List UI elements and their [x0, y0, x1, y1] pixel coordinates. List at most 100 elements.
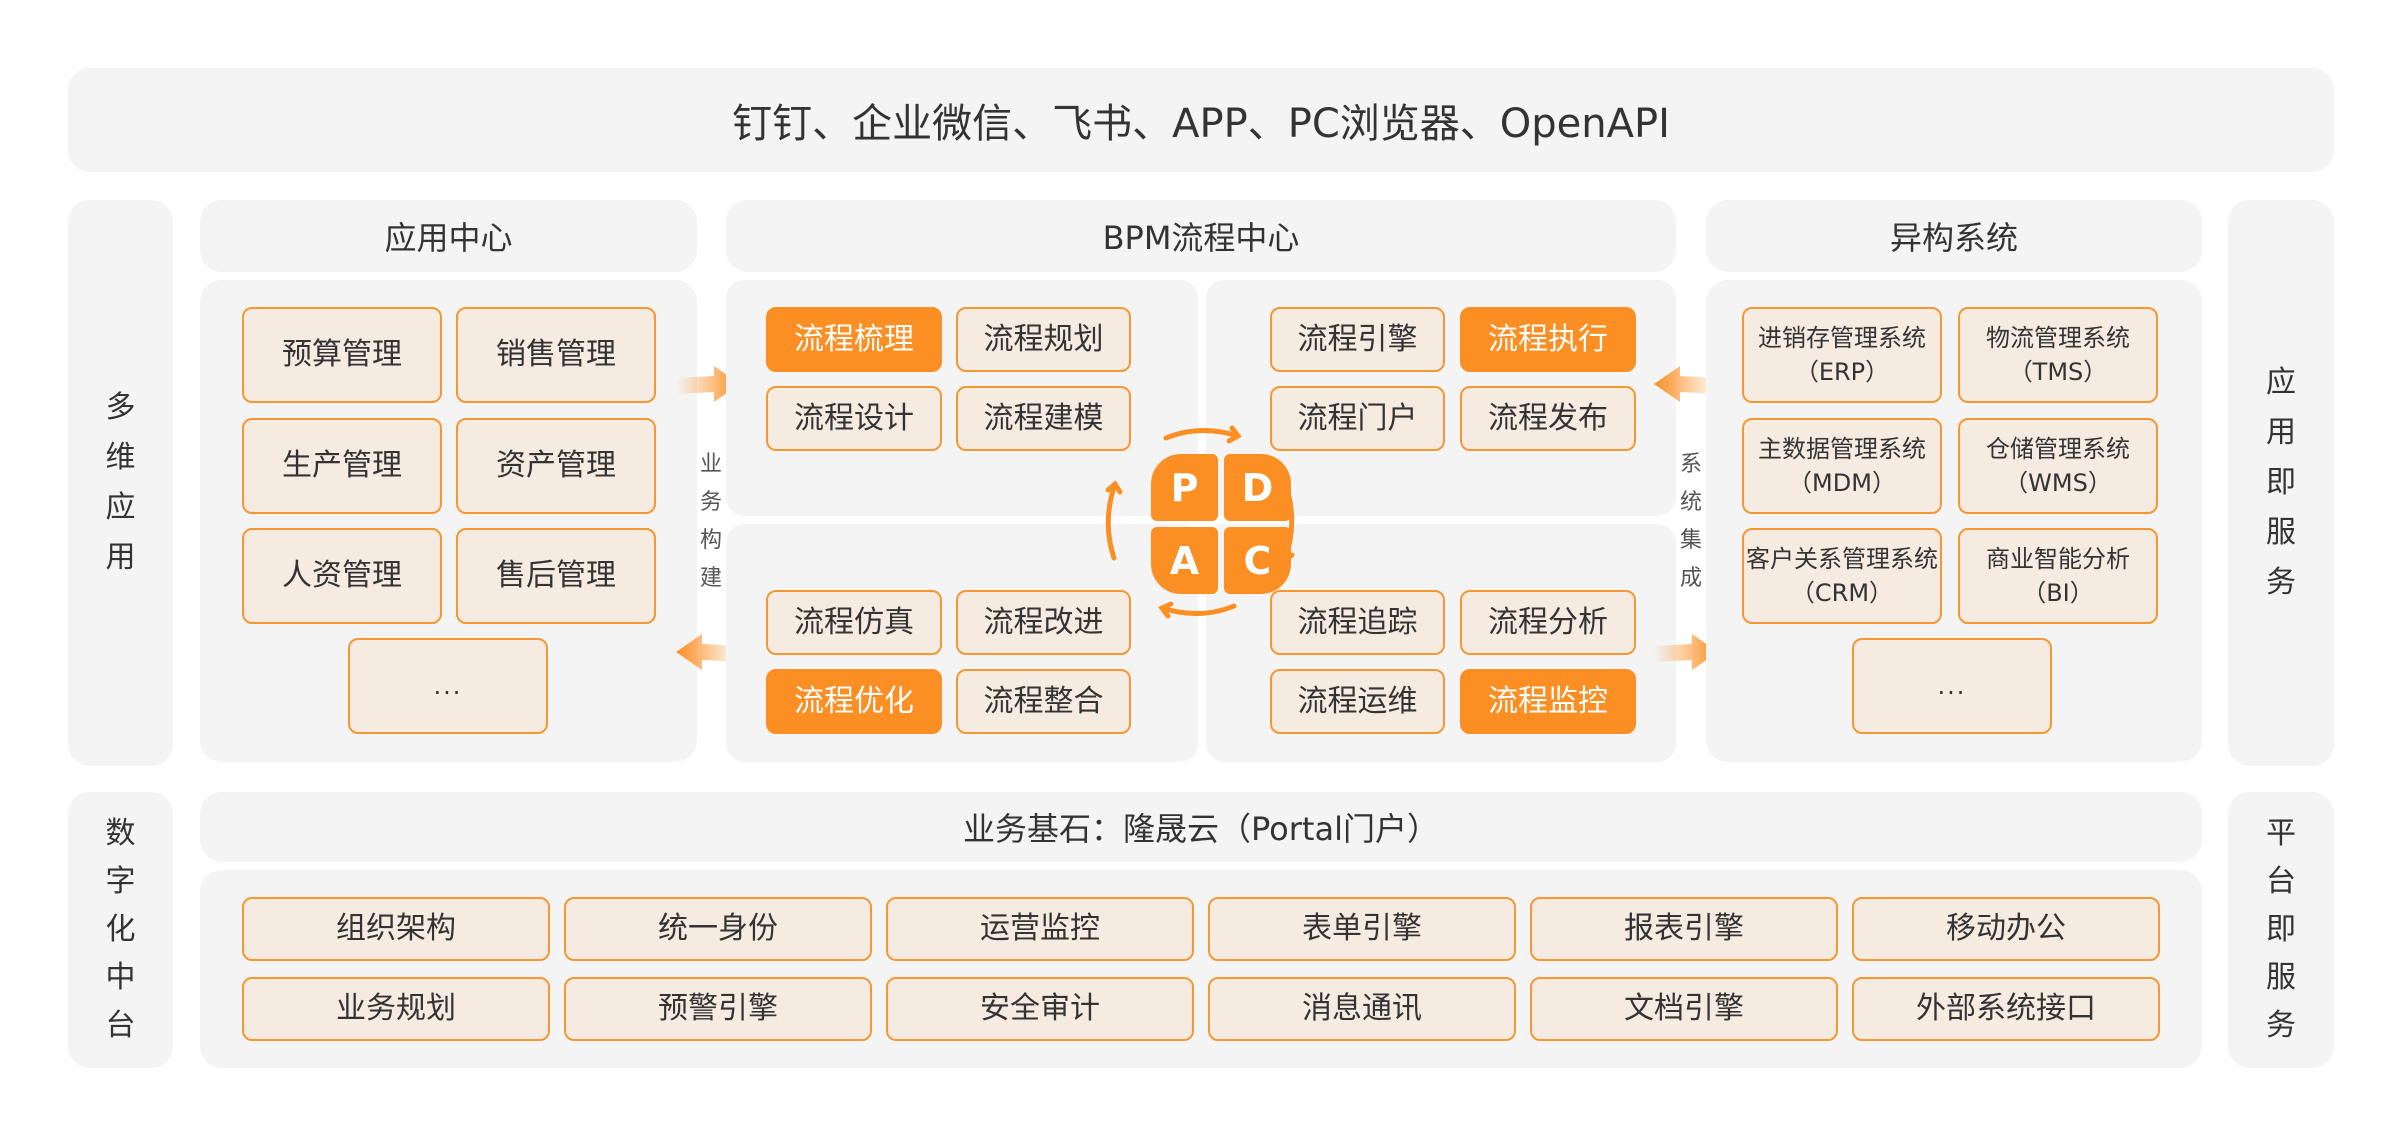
system-name: 主数据管理系统: [1758, 435, 1926, 463]
app-item-sales[interactable]: 销售管理: [456, 307, 656, 403]
side-label-char: 用: [2266, 415, 2296, 450]
app-item-production[interactable]: 生产管理: [242, 418, 442, 514]
platform-header: 业务基石：隆晟云（Portal门户）: [200, 792, 2202, 862]
app-item-after-sales[interactable]: 售后管理: [456, 528, 656, 624]
label-char: 务: [699, 490, 722, 515]
bpm-item-process-portal[interactable]: 流程门户: [1270, 386, 1445, 451]
side-label-char: 化: [105, 912, 136, 947]
app-item-budget[interactable]: 预算管理: [242, 307, 442, 403]
system-name: 进销存管理系统: [1758, 324, 1926, 352]
system-abbr: （BI）: [2022, 579, 2094, 607]
side-label-char: 务: [2266, 1008, 2296, 1043]
side-label-platform-as-service: 平 台 即 服 务: [2228, 792, 2334, 1068]
label-char: 业: [699, 452, 722, 477]
platform-item-business-planning[interactable]: 业务规划: [242, 977, 550, 1041]
side-label-char: 服: [2266, 960, 2296, 995]
bpm-item-process-tracking[interactable]: 流程追踪: [1270, 590, 1445, 655]
bpm-item-process-analysis[interactable]: 流程分析: [1460, 590, 1636, 655]
pdca-c-tile: C: [1224, 527, 1291, 594]
platform-item-external-api[interactable]: 外部系统接口: [1852, 977, 2160, 1041]
side-label-char: 多: [105, 390, 136, 425]
bpm-item-process-planning[interactable]: 流程规划: [956, 307, 1131, 372]
system-abbr: （WMS）: [2004, 469, 2112, 497]
bpm-item-process-modeling[interactable]: 流程建模: [956, 386, 1131, 451]
platform-item-org-structure[interactable]: 组织架构: [242, 897, 550, 961]
app-center-title: 应用中心: [384, 219, 513, 257]
side-label-char: 字: [105, 864, 136, 899]
bpm-center-title: BPM流程中心: [1102, 219, 1300, 257]
side-label-char: 即: [2266, 465, 2296, 500]
platform-item-unified-identity[interactable]: 统一身份: [564, 897, 872, 961]
pdca-p-tile: P: [1151, 454, 1218, 521]
system-abbr: （MDM）: [1788, 469, 1896, 497]
side-label-char: 用: [105, 540, 136, 575]
system-integration-label: 系 统 集 成: [1678, 446, 1704, 598]
platform-item-mobile-office[interactable]: 移动办公: [1852, 897, 2160, 961]
system-wms[interactable]: 仓储管理系统 （WMS）: [1958, 418, 2158, 514]
platform-item-document-engine[interactable]: 文档引擎: [1530, 977, 1838, 1041]
pdca-cycle: P D A C: [1102, 424, 1298, 620]
system-erp[interactable]: 进销存管理系统 （ERP）: [1742, 307, 1942, 403]
side-label-char: 平: [2266, 816, 2296, 851]
bpm-item-process-publish[interactable]: 流程发布: [1460, 386, 1636, 451]
bpm-center-header: BPM流程中心: [726, 200, 1676, 272]
app-item-hr[interactable]: 人资管理: [242, 528, 442, 624]
hetero-systems-title: 异构系统: [1889, 219, 2018, 257]
bpm-item-process-simulation[interactable]: 流程仿真: [766, 590, 942, 655]
pdca-c-letter: C: [1243, 538, 1272, 583]
side-label-char: 服: [2266, 515, 2296, 550]
bpm-item-process-optimization[interactable]: 流程优化: [766, 669, 942, 734]
arrow-right-icon: [676, 366, 740, 402]
side-label-digital-platform: 数 字 化 中 台: [68, 792, 173, 1068]
system-name: 物流管理系统: [1986, 324, 2130, 352]
bpm-item-process-engine[interactable]: 流程引擎: [1270, 307, 1445, 372]
label-char: 构: [699, 528, 722, 553]
platform-item-ops-monitoring[interactable]: 运营监控: [886, 897, 1194, 961]
label-char: 集: [1679, 528, 1702, 553]
platform-item-messaging[interactable]: 消息通讯: [1208, 977, 1516, 1041]
platform-item-form-engine[interactable]: 表单引擎: [1208, 897, 1516, 961]
pdca-a-letter: A: [1169, 538, 1200, 583]
bpm-item-process-operations[interactable]: 流程运维: [1270, 669, 1445, 734]
bpm-item-process-design[interactable]: 流程设计: [766, 386, 942, 451]
system-bi[interactable]: 商业智能分析 （BI）: [1958, 528, 2158, 624]
side-label-char: 应: [105, 490, 136, 525]
pdca-a-tile: A: [1151, 527, 1218, 594]
bpm-item-process-improvement[interactable]: 流程改进: [956, 590, 1131, 655]
side-label-char: 应: [2266, 365, 2296, 400]
system-name: 仓储管理系统: [1986, 435, 2130, 463]
hetero-systems-header: 异构系统: [1706, 200, 2202, 272]
platform-item-report-engine[interactable]: 报表引擎: [1530, 897, 1838, 961]
platform-item-security-audit[interactable]: 安全审计: [886, 977, 1194, 1041]
business-build-label: 业 务 构 建: [698, 446, 724, 598]
app-item-more[interactable]: ...: [348, 638, 548, 734]
label-char: 成: [1679, 566, 1702, 591]
arrow-right-icon: [1654, 634, 1718, 670]
pdca-d-letter: D: [1241, 465, 1274, 510]
system-abbr: （ERP）: [1794, 358, 1890, 386]
app-item-assets[interactable]: 资产管理: [456, 418, 656, 514]
channels-text: 钉钉、企业微信、飞书、APP、PC浏览器、OpenAPI: [732, 101, 1670, 147]
label-char: 系: [1679, 452, 1702, 477]
side-label-multi-dim-apps: 多 维 应 用: [68, 200, 173, 766]
system-mdm[interactable]: 主数据管理系统 （MDM）: [1742, 418, 1942, 514]
bpm-item-process-monitoring[interactable]: 流程监控: [1460, 669, 1636, 734]
side-label-char: 务: [2266, 565, 2296, 600]
system-tms[interactable]: 物流管理系统 （TMS）: [1958, 307, 2158, 403]
pdca-p-letter: P: [1170, 465, 1199, 510]
bpm-item-process-sorting[interactable]: 流程梳理: [766, 307, 942, 372]
app-center-header: 应用中心: [200, 200, 697, 272]
side-label-char: 维: [105, 440, 136, 475]
platform-item-alert-engine[interactable]: 预警引擎: [564, 977, 872, 1041]
side-label-char: 中: [105, 960, 136, 995]
arrow-left-icon: [1654, 366, 1718, 402]
system-abbr: （TMS）: [2008, 358, 2108, 386]
label-char: 统: [1679, 490, 1702, 515]
side-label-char: 台: [105, 1008, 136, 1043]
side-label-char: 即: [2266, 912, 2296, 947]
system-more[interactable]: ...: [1852, 638, 2052, 734]
system-crm[interactable]: 客户关系管理系统 （CRM）: [1742, 528, 1942, 624]
bpm-item-process-execution[interactable]: 流程执行: [1460, 307, 1636, 372]
side-label-char: 数: [105, 816, 136, 851]
bpm-item-process-integration[interactable]: 流程整合: [956, 669, 1131, 734]
